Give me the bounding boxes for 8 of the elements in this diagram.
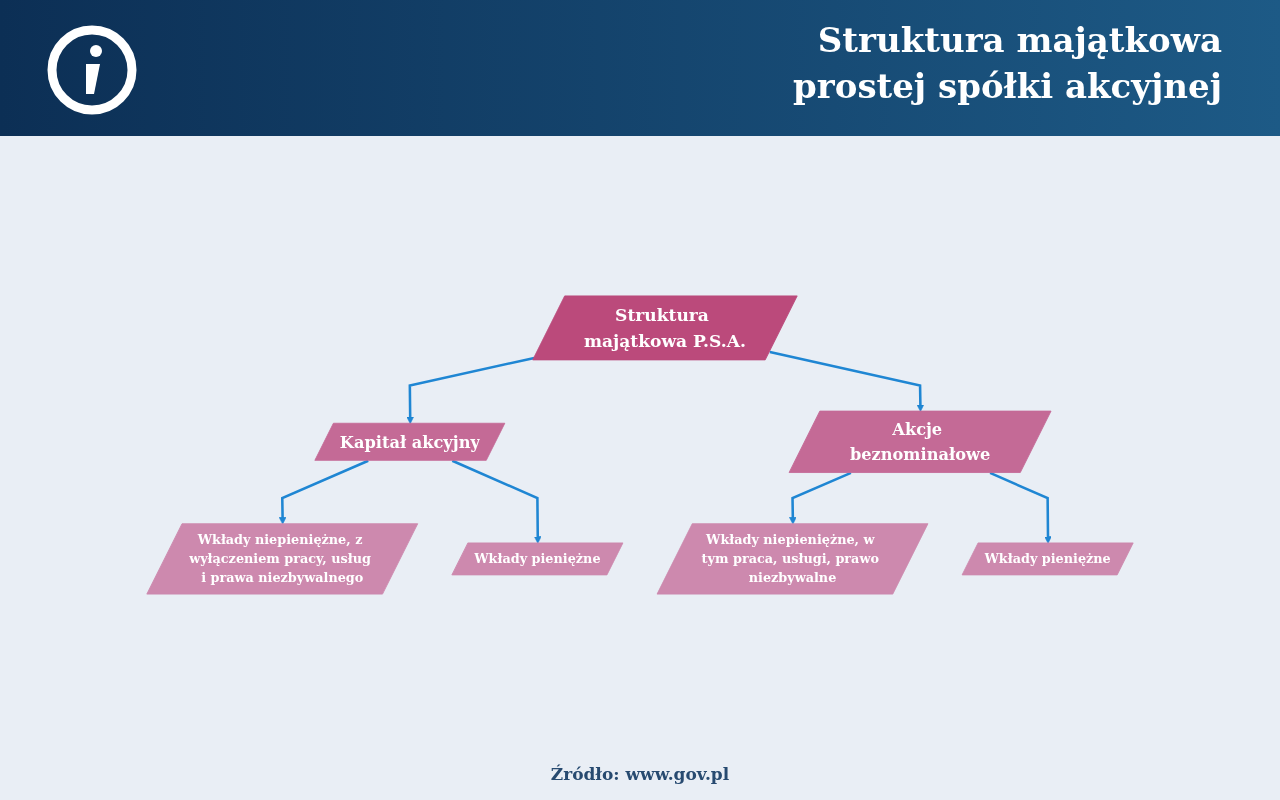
- arrow: [406, 356, 535, 424]
- title: Struktura majątkowa prostej spółki akcyjnej: [792, 19, 1222, 108]
- arrow: [278, 459, 369, 525]
- caption: Źródło: www.gov.pl: [549, 764, 731, 784]
- arrow: [769, 350, 925, 412]
- arrow: [789, 471, 852, 525]
- arrow: [989, 471, 1052, 544]
- arrow: [451, 459, 542, 544]
